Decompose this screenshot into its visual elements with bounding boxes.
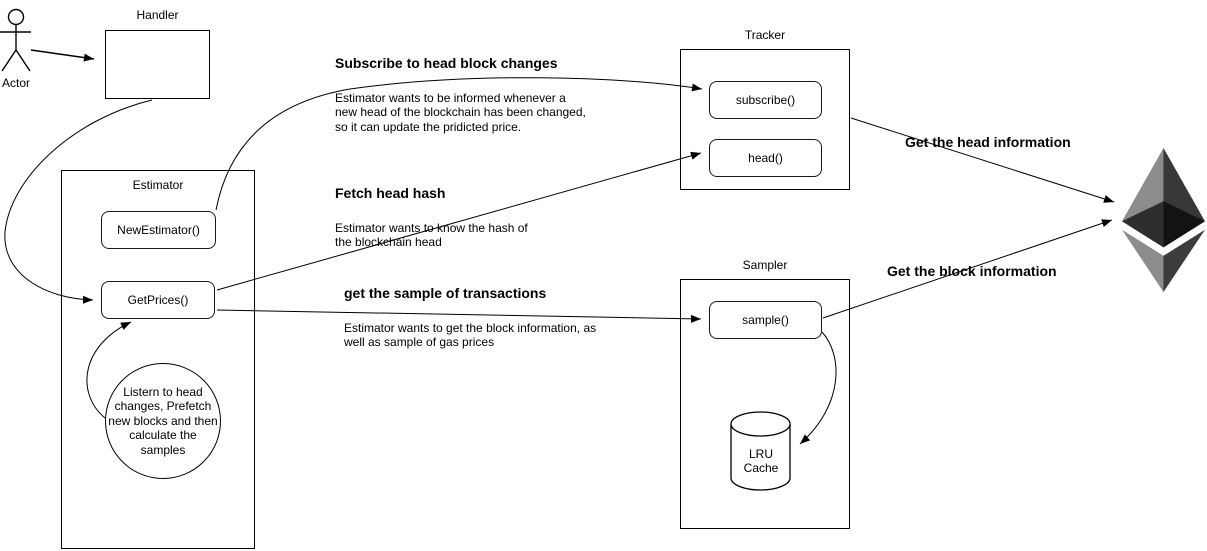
sample-node: sample() <box>709 301 822 339</box>
edge-tracker-to-ethereum <box>850 117 1115 203</box>
tracker-label: Tracker <box>744 28 786 42</box>
get-prices-node: GetPrices() <box>101 281 215 319</box>
edge-getprices-to-sample <box>216 309 702 323</box>
annotation-fetch-title: Fetch head hash <box>335 185 446 201</box>
annotation-subscribe-title: Subscribe to head block changes <box>335 55 558 71</box>
handler-box <box>105 30 210 99</box>
annotation-sample-title: get the sample of transactions <box>344 285 547 301</box>
annotation-fetch-desc: Estimator wants to know the hash of the … <box>335 221 528 250</box>
lru-cache-label: LRU Cache <box>743 447 779 476</box>
eth-face-bottom-left <box>1122 229 1164 292</box>
eth-face-belt-left <box>1122 201 1164 248</box>
eth-face-belt-right <box>1163 201 1205 248</box>
sampler-label: Sampler <box>742 258 788 272</box>
eth-face-bottom-right <box>1162 229 1205 292</box>
subscribe-node: subscribe() <box>709 81 822 119</box>
ethereum-logo <box>1122 148 1205 292</box>
actor-figure-icon <box>0 8 31 72</box>
head-node: head() <box>709 139 822 177</box>
handler-label: Handler <box>136 8 179 22</box>
lru-cache-cylinder <box>730 411 791 491</box>
actor-label: Actor <box>2 76 31 90</box>
estimator-label: Estimator <box>132 178 184 192</box>
annotation-head-info-title: Get the head information <box>905 134 1071 150</box>
annotation-block-info-title: Get the block information <box>887 263 1057 279</box>
estimator-note-circle: Listern to head changes, Prefetch new bl… <box>105 363 221 479</box>
new-estimator-node: NewEstimator() <box>101 211 216 249</box>
annotation-sample-desc: Estimator wants to get the block informa… <box>344 321 597 350</box>
annotation-subscribe-desc: Estimator wants to be informed whenever … <box>335 91 586 134</box>
